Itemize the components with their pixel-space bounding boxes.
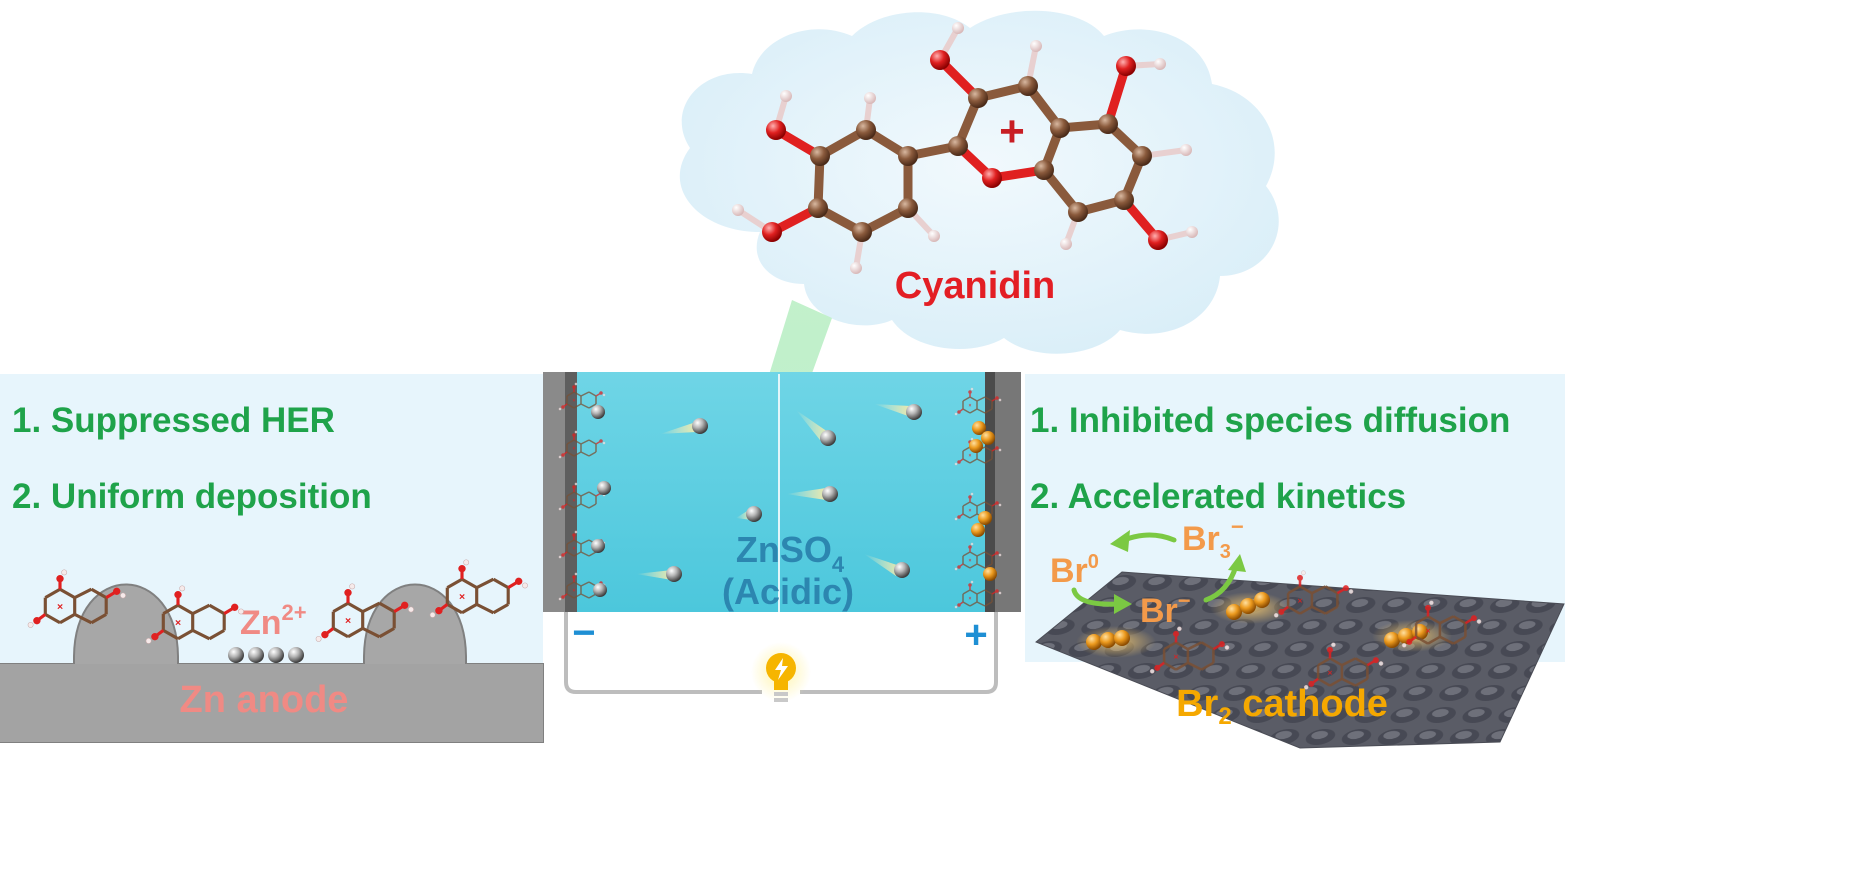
cathode-label: Br2 cathode <box>1176 683 1388 730</box>
right-electrode <box>995 372 1021 612</box>
left-point-2: 2. Uniform deposition <box>12 477 372 516</box>
negative-terminal: − <box>572 611 595 655</box>
external-circuit <box>564 612 998 694</box>
battery-cell <box>543 372 1021 612</box>
anode-label: Zn anode <box>180 679 349 721</box>
molecule-charge: + <box>999 107 1025 156</box>
zn-atoms-anode <box>591 405 611 597</box>
arrowheads <box>1110 530 1246 614</box>
left-electrode <box>543 372 565 612</box>
molecule-label: Cyanidin <box>895 265 1055 307</box>
br-minus-label: Br− <box>1140 588 1191 630</box>
right-point-2: 2. Accelerated kinetics <box>1030 477 1406 516</box>
electrolyte-label: ZnSO4 <box>736 529 845 577</box>
migrating-ions <box>636 404 922 582</box>
zn-anode <box>0 583 544 743</box>
cathode-adsorbed-br <box>1076 592 1452 658</box>
br-atoms-cathode <box>969 421 997 581</box>
left-point-1: 1. Suppressed HER <box>12 401 335 440</box>
molecule-icon: + <box>732 22 1198 274</box>
positive-terminal: + <box>964 613 987 657</box>
cloud-icon <box>679 10 1279 354</box>
zn-ion-label: Zn2+ <box>240 600 307 642</box>
lightbulb-icon <box>751 642 811 702</box>
br0-label: Br0 <box>1050 551 1099 590</box>
br3-label: Br3− <box>1182 514 1244 563</box>
electrolyte-note: (Acidic) <box>722 571 854 612</box>
br2-cathode-mesh <box>1035 571 1565 749</box>
right-point-1: 1. Inhibited species diffusion <box>1030 401 1510 440</box>
zn-deposit-atoms <box>228 647 304 663</box>
